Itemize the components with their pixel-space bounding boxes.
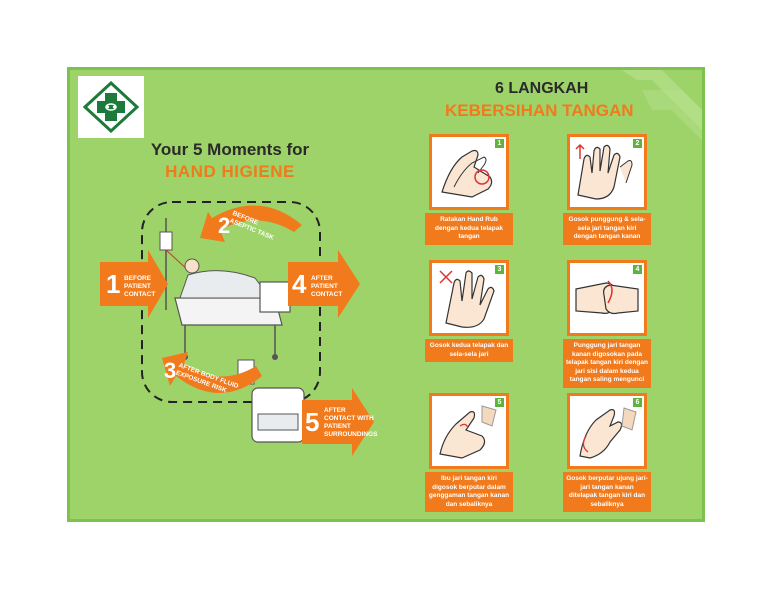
step-5-illustration: 5 <box>429 393 509 469</box>
step-3-illustration: 3 <box>429 260 509 336</box>
moment-2-number: 2 <box>218 213 231 238</box>
moment-2-arrow <box>200 205 302 242</box>
bedside-table-icon <box>251 387 305 443</box>
hand-wash-step-icon <box>439 270 495 328</box>
step-2-number: 2 <box>633 139 642 148</box>
health-cross-logo-icon <box>83 81 139 133</box>
step-1-illustration: 1 <box>429 134 509 210</box>
moment-4-number: 4 <box>292 269 307 299</box>
six-steps-title-line1: 6 LANGKAH <box>495 80 589 97</box>
step-3-number: 3 <box>495 265 504 274</box>
step-6-number: 6 <box>633 398 642 407</box>
moment-3-number: 3 <box>164 358 177 383</box>
step-1-number: 1 <box>495 139 504 148</box>
step-5-number: 5 <box>495 398 504 407</box>
step-3: 3 Gosok kedua telapak dan sela-sela jari <box>425 260 513 362</box>
hospital-bed-icon <box>159 218 291 385</box>
hand-wash-step-icon <box>579 407 637 459</box>
hand-wash-step-icon <box>441 149 493 198</box>
moment-4-arrow <box>288 250 360 318</box>
step-4: 4 Punggung jari tangan kanan digosokan p… <box>563 260 651 388</box>
step-2-illustration: 2 <box>567 134 647 210</box>
five-moments-diagram <box>100 201 374 456</box>
moment-4-label: AFTER PATIENT CONTACT <box>311 275 343 298</box>
step-4-number: 4 <box>633 265 642 274</box>
step-1-text: Ratakan Hand Rub dengan kedua telapak ta… <box>425 213 513 245</box>
step-5: 5 Ibu jari tangan kiri digosok berputar … <box>425 393 513 512</box>
hand-hygiene-poster: Your 5 Moments for HAND HIGIENE 6 LANGKA… <box>67 67 705 522</box>
step-6: 6 Gosok berputar ujung jari-jari tangan … <box>563 393 651 512</box>
moment-5-label: AFTER CONTACT WITH PATIENT SURROUNDINGS <box>324 407 378 438</box>
step-2: 2 Gosok punggung & sela-sela jari tangan… <box>563 134 651 245</box>
hand-wash-step-icon <box>575 280 639 315</box>
step-6-text: Gosok berputar ujung jari-jari tangan ka… <box>563 472 651 512</box>
five-moments-title-line1: Your 5 Moments for <box>150 140 310 159</box>
six-steps-title-line2: KEBERSIHAN TANGAN <box>445 101 634 120</box>
step-4-text: Punggung jari tangan kanan digosokan pad… <box>563 339 651 388</box>
hand-wash-step-icon <box>575 143 633 200</box>
moment-5-arrow <box>302 388 374 456</box>
step-4-illustration: 4 <box>567 260 647 336</box>
step-1: 1 Ratakan Hand Rub dengan kedua telapak … <box>425 134 513 245</box>
five-moments-title: Your 5 Moments for HAND HIGIENE <box>140 140 320 182</box>
six-steps-title: 6 LANGKAH KEBERSIHAN TANGAN <box>445 80 685 121</box>
step-5-text: Ibu jari tangan kiri digosok berputar da… <box>425 472 513 512</box>
moment-1-number: 1 <box>106 269 121 299</box>
moment-1-label: BEFORE PATIENT CONTACT <box>124 275 156 298</box>
chevron-decoration-icon <box>622 70 702 140</box>
five-moments-title-line2: HAND HIGIENE <box>165 162 295 181</box>
moment-1-arrow <box>100 250 168 318</box>
moment-3-arrow <box>162 352 262 393</box>
hand-wash-step-icon <box>439 405 497 459</box>
step-2-text: Gosok punggung & sela-sela jari tangan k… <box>563 213 651 245</box>
moment-5-number: 5 <box>305 407 320 437</box>
health-logo <box>78 76 144 138</box>
step-3-text: Gosok kedua telapak dan sela-sela jari <box>425 339 513 362</box>
step-6-illustration: 6 <box>567 393 647 469</box>
